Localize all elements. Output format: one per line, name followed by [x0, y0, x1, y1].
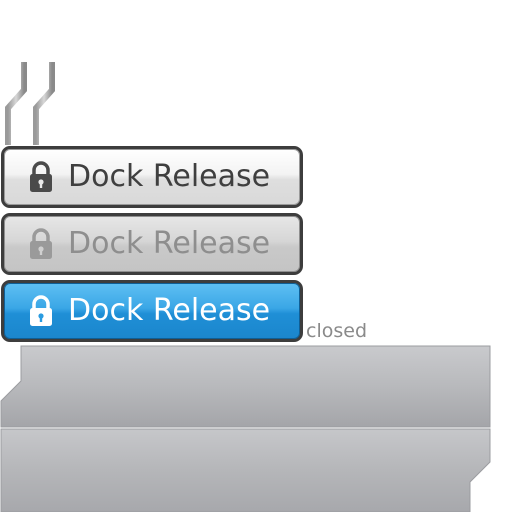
lock-icon: [30, 161, 52, 192]
dock-release-button-disabled[interactable]: Dock Release: [1, 213, 303, 275]
dock-release-label: Dock Release: [68, 159, 271, 194]
lock-icon: [30, 228, 52, 259]
lock-icon: [30, 295, 52, 326]
dock-release-button-normal[interactable]: Dock Release: [1, 146, 303, 208]
dock-release-button-active[interactable]: Dock Release: [1, 280, 303, 342]
dock-release-label: Dock Release: [68, 226, 271, 261]
panel-shape-bottom: [0, 428, 491, 512]
connector-lines: [5, 62, 55, 145]
dock-release-label: Dock Release: [68, 293, 271, 328]
state-label: closed: [306, 320, 367, 342]
panel-shape-top: [0, 345, 491, 428]
